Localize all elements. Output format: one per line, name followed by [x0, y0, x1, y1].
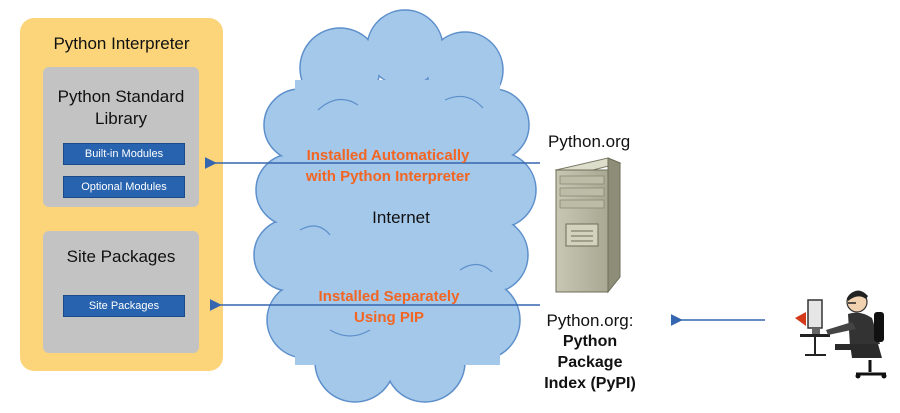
optional-modules: Optional Modules	[63, 176, 185, 198]
site-packages-module: Site Packages	[63, 295, 185, 317]
site-packages-box	[43, 231, 199, 353]
person-at-computer-icon	[795, 290, 887, 379]
interpreter-title: Python Interpreter	[53, 34, 190, 53]
internet-cloud	[253, 9, 537, 403]
server-icon	[554, 157, 622, 294]
auto-install-label: Installed Automatically with Python Inte…	[305, 147, 471, 185]
site-packages-title: Site Packages	[66, 247, 176, 266]
internet-label: Internet	[372, 208, 430, 227]
standard-library-title: Python Standard Library	[57, 87, 185, 128]
pypi-label: Python.org: Python Package Index (PyPI)	[544, 311, 636, 392]
server-top-label: Python.org	[548, 132, 631, 151]
pip-install-label: Installed Separately Using PIP	[318, 288, 460, 326]
built-in-modules: Built-in Modules	[63, 143, 185, 165]
